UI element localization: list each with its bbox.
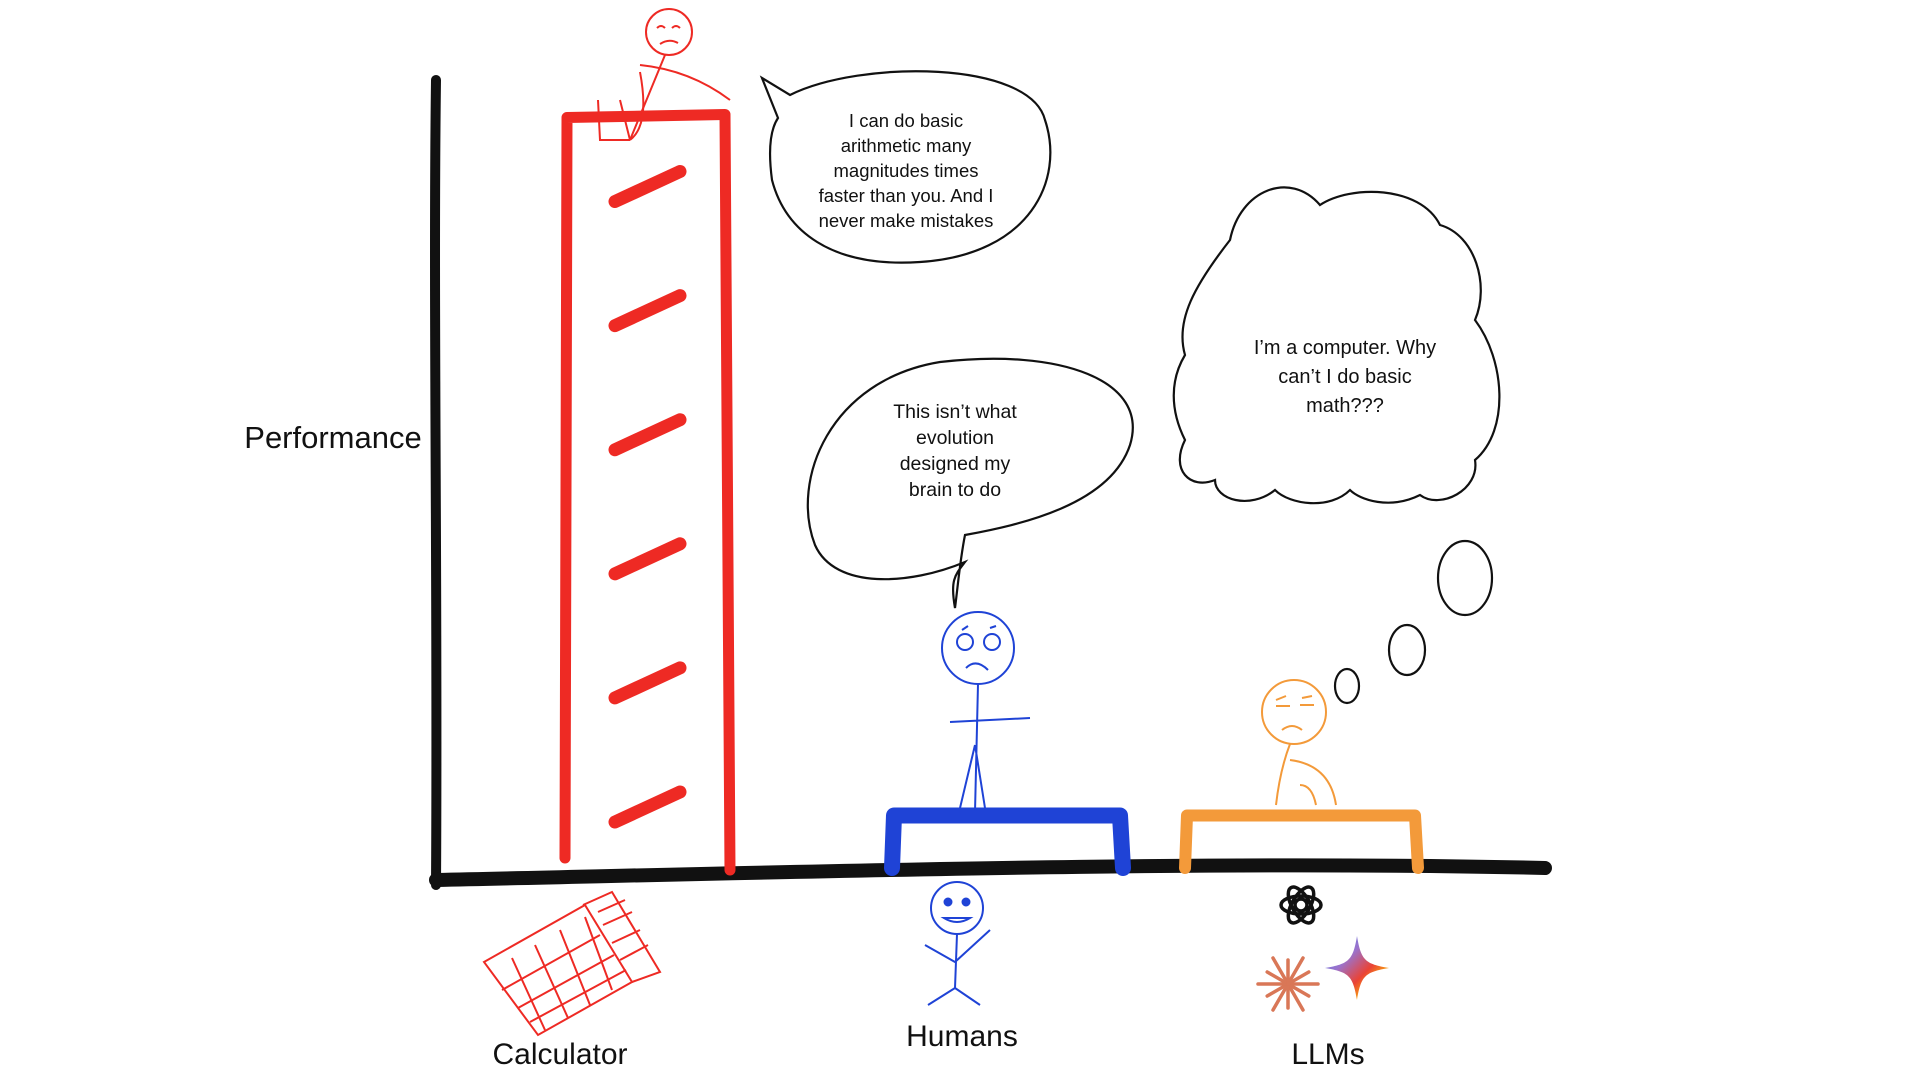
category-label-llms: LLMs	[1291, 1038, 1364, 1071]
bar-calculator	[559, 109, 736, 876]
category-label-humans: Humans	[906, 1020, 1018, 1053]
gemini-logo-icon	[1325, 936, 1389, 1000]
calculator-figure	[597, 8, 731, 141]
openai-logo-icon	[1279, 885, 1323, 925]
x-axis	[429, 858, 1552, 887]
bar-stripe	[608, 289, 687, 333]
bar-stripe	[608, 785, 687, 829]
y-axis-label: Performance	[244, 420, 421, 455]
bar-stripe	[608, 661, 687, 705]
human-figure	[941, 611, 1031, 813]
llm-figure	[1261, 679, 1337, 806]
calculator-icon	[482, 890, 662, 1037]
y-axis	[430, 75, 442, 890]
bar-stripe	[608, 413, 687, 457]
axes	[429, 75, 1552, 890]
bar-stripe	[608, 537, 687, 581]
bar-stripe	[608, 165, 687, 209]
bar-humans	[884, 807, 1131, 876]
bars	[559, 109, 1424, 876]
stick-figure-icon	[924, 881, 991, 1006]
category-label-calculator: Calculator	[492, 1038, 627, 1071]
bar-llms	[1179, 809, 1424, 874]
claude-logo-icon	[1256, 956, 1320, 1012]
